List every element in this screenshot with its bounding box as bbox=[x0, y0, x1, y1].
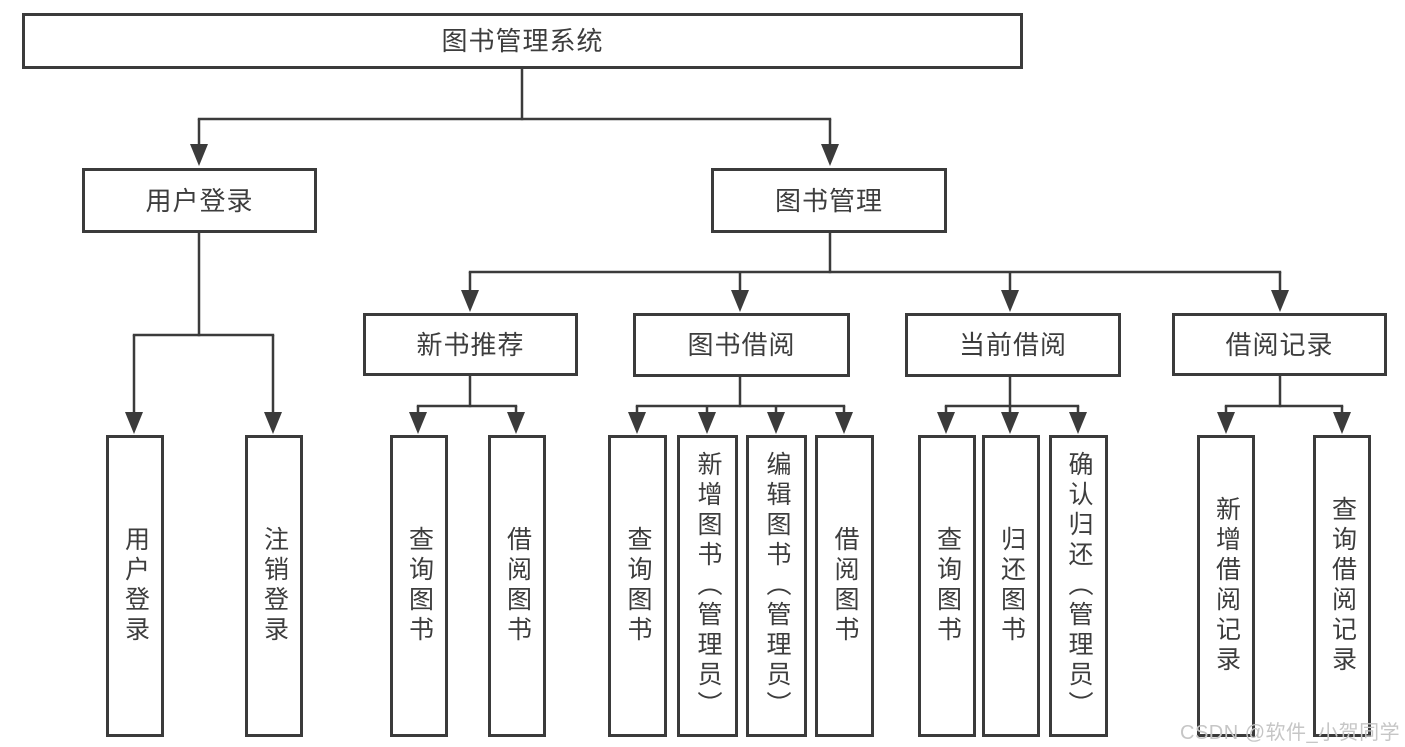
node-current-borrowing: 当前借阅 bbox=[905, 313, 1121, 377]
arrow-down-icon bbox=[628, 412, 646, 434]
arrow-down-icon bbox=[821, 144, 839, 166]
arrow-down-icon bbox=[1069, 412, 1087, 434]
arrow-down-icon bbox=[1001, 290, 1019, 312]
arrow-down-icon bbox=[1001, 412, 1019, 434]
leaf-logout: 注销登录 bbox=[245, 435, 303, 737]
leaf-edit-book-admin: 编辑图书（管理员） bbox=[746, 435, 807, 737]
leaf-borrow-books-borrowing: 借阅图书 bbox=[815, 435, 874, 737]
node-new-book-recommendation: 新书推荐 bbox=[363, 313, 578, 376]
arrow-down-icon bbox=[190, 144, 208, 166]
arrow-down-icon bbox=[731, 290, 749, 312]
node-borrowing-records: 借阅记录 bbox=[1172, 313, 1387, 376]
node-book-management: 图书管理 bbox=[711, 168, 947, 233]
arrow-down-icon bbox=[409, 412, 427, 434]
arrow-down-icon bbox=[1217, 412, 1235, 434]
leaf-query-borrow-record: 查询借阅记录 bbox=[1313, 435, 1371, 737]
leaf-confirm-return-admin: 确认归还（管理员） bbox=[1049, 435, 1108, 737]
arrow-down-icon bbox=[461, 290, 479, 312]
arrow-down-icon bbox=[698, 412, 716, 434]
arrow-down-icon bbox=[835, 412, 853, 434]
leaf-query-books-current: 查询图书 bbox=[918, 435, 976, 737]
leaf-return-book: 归还图书 bbox=[982, 435, 1040, 737]
leaf-borrow-books-recommend: 借阅图书 bbox=[488, 435, 546, 737]
leaf-user-login: 用户登录 bbox=[106, 435, 164, 737]
node-user-login: 用户登录 bbox=[82, 168, 317, 233]
arrow-down-icon bbox=[767, 412, 785, 434]
leaf-query-books-recommend: 查询图书 bbox=[390, 435, 448, 737]
arrow-down-icon bbox=[264, 412, 282, 434]
node-book-borrowing: 图书借阅 bbox=[633, 313, 850, 377]
arrow-down-icon bbox=[507, 412, 525, 434]
leaf-add-book-admin: 新增图书（管理员） bbox=[677, 435, 738, 737]
leaf-add-borrow-record: 新增借阅记录 bbox=[1197, 435, 1255, 737]
leaf-query-books-borrowing: 查询图书 bbox=[608, 435, 667, 737]
arrow-down-icon bbox=[125, 412, 143, 434]
csdn-watermark: CSDN @软件_小贺同学 bbox=[1180, 722, 1401, 744]
arrow-down-icon bbox=[1333, 412, 1351, 434]
node-root-library-management-system: 图书管理系统 bbox=[22, 13, 1023, 69]
arrow-down-icon bbox=[1271, 290, 1289, 312]
arrow-down-icon bbox=[937, 412, 955, 434]
